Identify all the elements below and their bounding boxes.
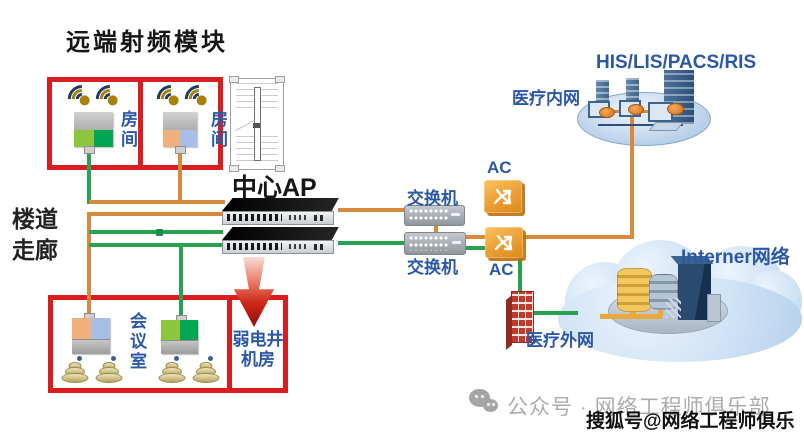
corridor-label: 楼道 走廊 (12, 204, 58, 266)
rf-module-icon-conference1 (72, 318, 110, 354)
cable-green-ap-to-switch (338, 241, 406, 245)
router-disc-icon (628, 104, 644, 115)
cable-orange-to-intranet-v (630, 110, 634, 239)
module-connector (84, 146, 95, 154)
rf-module-icon-room1 (74, 112, 113, 147)
his-systems-label: HIS/LIS/PACS/RIS (596, 52, 757, 73)
cable-green-to-firewall (518, 246, 522, 293)
cable-green-to-conference (179, 243, 183, 322)
access-switch-bottom-label: 交换机 (407, 258, 458, 277)
weak-current-line2: 机房 (241, 349, 275, 369)
ac-controller-icon-top (484, 180, 522, 213)
cable-orange-room2 (178, 146, 182, 203)
medical-intranet-label: 医疗内网 (512, 89, 580, 108)
sohu-watermark-text: 搜狐号@网络工程师俱乐部 (586, 411, 795, 432)
rf-module-icon-conference2 (161, 320, 198, 354)
stairwell-floorplan (229, 76, 285, 172)
cable-orange-ap-to-switch (338, 208, 406, 212)
cable-green-corridor-2 (89, 243, 223, 247)
room-divider (138, 82, 143, 165)
routing-arrows-icon (493, 188, 512, 204)
conference-highlight-box (48, 295, 288, 393)
internet-label: Interner网络 (681, 247, 790, 268)
cable-orange-corridor-2 (89, 212, 223, 216)
module-connector (175, 146, 186, 154)
cable-orange-to-conference (87, 212, 91, 322)
internet-bus-line (600, 314, 662, 319)
conference-room-label: 会议室 (127, 312, 146, 372)
medical-extranet-label: 医疗外网 (526, 331, 594, 350)
corridor-line1: 楼道 (12, 206, 58, 232)
access-switch-top-label: 交换机 (407, 189, 458, 208)
center-ap-label: 中心AP (232, 174, 317, 202)
router-disc-icon (667, 103, 684, 115)
wireless-coverage-icon (157, 356, 187, 384)
database-stem (658, 304, 663, 316)
router-disc-icon (599, 107, 615, 118)
room2-label: 房间 (208, 110, 227, 150)
ac-controller-icon-bottom (485, 227, 523, 258)
cable-green-room1 (87, 146, 91, 204)
cable-orange-to-intranet-h (436, 235, 634, 239)
wechat-icon (469, 388, 503, 416)
corridor-line2: 走廊 (12, 237, 58, 264)
server-icon-internet (666, 256, 721, 322)
firewall-icon (511, 291, 534, 343)
cable-green-to-internet (532, 311, 578, 315)
diagram-title: 远端射频模块 (66, 29, 228, 56)
access-switch-icon-bottom (404, 232, 466, 255)
wireless-coverage-icon (191, 356, 221, 384)
ac-top-label: AC (487, 158, 512, 177)
weak-current-room-label: 弱电井 机房 (228, 330, 288, 369)
rack-switch-icon-top (222, 198, 340, 225)
access-switch-icon-top (404, 205, 465, 226)
wireless-coverage-icon (94, 356, 124, 384)
wireless-coverage-icon (60, 356, 90, 384)
ac-bottom-label: AC (489, 260, 514, 279)
intranet-connector-line (598, 124, 683, 126)
cable-orange-switch-link (434, 221, 438, 238)
cable-junction-dot (156, 229, 163, 236)
routing-arrows-icon (494, 234, 513, 250)
rf-module-icon-room2 (163, 112, 197, 147)
weak-current-divider (227, 300, 232, 388)
cable-orange-corridor-1 (89, 200, 225, 204)
remote-module-highlight-box (47, 77, 223, 170)
database-icon-yellow (617, 268, 652, 312)
wechat-watermark-text: 公众号 · 网络工程师俱乐部 (507, 396, 771, 419)
rack-switch-icon-bottom (222, 227, 340, 254)
room1-label: 房间 (118, 110, 137, 150)
weak-current-line1: 弱电井 (232, 330, 284, 349)
